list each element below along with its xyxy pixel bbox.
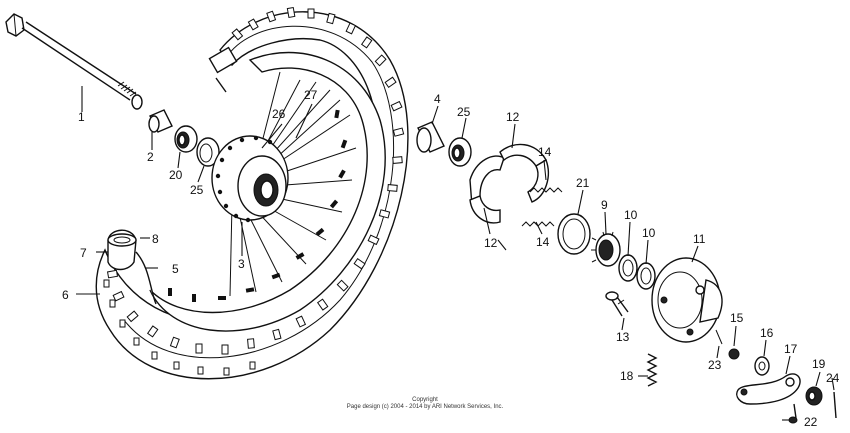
callouts: 1 2 20 25 3 26 27 4 25 12 12 14 14 21 9 …	[62, 88, 840, 429]
leader-lines	[76, 86, 835, 421]
bearing-20	[174, 125, 198, 153]
callout-25-right: 25	[457, 105, 471, 119]
callout-22: 22	[804, 415, 818, 429]
callout-11: 11	[693, 232, 706, 246]
callout-16: 16	[760, 326, 774, 340]
callout-23: 23	[708, 358, 722, 372]
callout-27: 27	[304, 88, 318, 102]
spring-bolt	[646, 353, 658, 387]
callout-10-bottom: 10	[642, 226, 656, 240]
brake-panel	[651, 257, 723, 343]
hub	[211, 135, 289, 223]
callout-14-bottom: 14	[536, 235, 550, 249]
brake-shoes	[469, 143, 550, 224]
callout-8: 8	[152, 232, 159, 246]
callout-18: 18	[620, 369, 634, 383]
callout-20: 20	[169, 168, 183, 182]
pin-24	[833, 391, 837, 419]
callout-3: 3	[238, 257, 245, 271]
tire	[95, 6, 409, 380]
copyright-line-1: Copyright	[412, 397, 438, 403]
callout-4: 4	[434, 92, 441, 106]
brake-cam	[605, 291, 629, 317]
callout-1: 1	[78, 110, 85, 124]
callout-5: 5	[172, 262, 179, 276]
callout-2: 2	[147, 150, 154, 164]
nut-19	[805, 386, 823, 406]
callout-12-bottom: 12	[484, 236, 498, 250]
callout-25-left: 25	[190, 183, 204, 197]
callout-9: 9	[601, 198, 608, 212]
copyright-line-2: Page design (c) 2004 - 2014 by ARI Netwo…	[346, 404, 504, 410]
callout-10-top: 10	[624, 208, 638, 222]
collar	[148, 109, 173, 133]
washers	[618, 254, 656, 290]
callout-6: 6	[62, 288, 69, 302]
callout-15: 15	[730, 311, 744, 325]
callout-7: 7	[80, 246, 87, 260]
callout-24: 24	[826, 371, 840, 385]
pin	[715, 329, 723, 345]
tube-valve	[107, 229, 157, 305]
callout-14-top: 14	[538, 145, 552, 159]
callout-19: 19	[812, 357, 826, 371]
callout-12-top: 12	[506, 110, 520, 124]
nut-15	[728, 348, 740, 360]
callout-17: 17	[784, 342, 798, 356]
brake-arm	[736, 373, 801, 405]
axle	[5, 13, 143, 110]
callout-13: 13	[616, 330, 630, 344]
speedometer-gear	[591, 231, 621, 267]
callout-26: 26	[272, 107, 286, 121]
washer-16	[754, 356, 770, 376]
callout-21: 21	[576, 176, 590, 190]
seal-ring	[557, 213, 591, 255]
dust-seal-right	[448, 137, 472, 167]
collar-right	[416, 121, 445, 153]
dust-seal-left	[196, 137, 220, 167]
